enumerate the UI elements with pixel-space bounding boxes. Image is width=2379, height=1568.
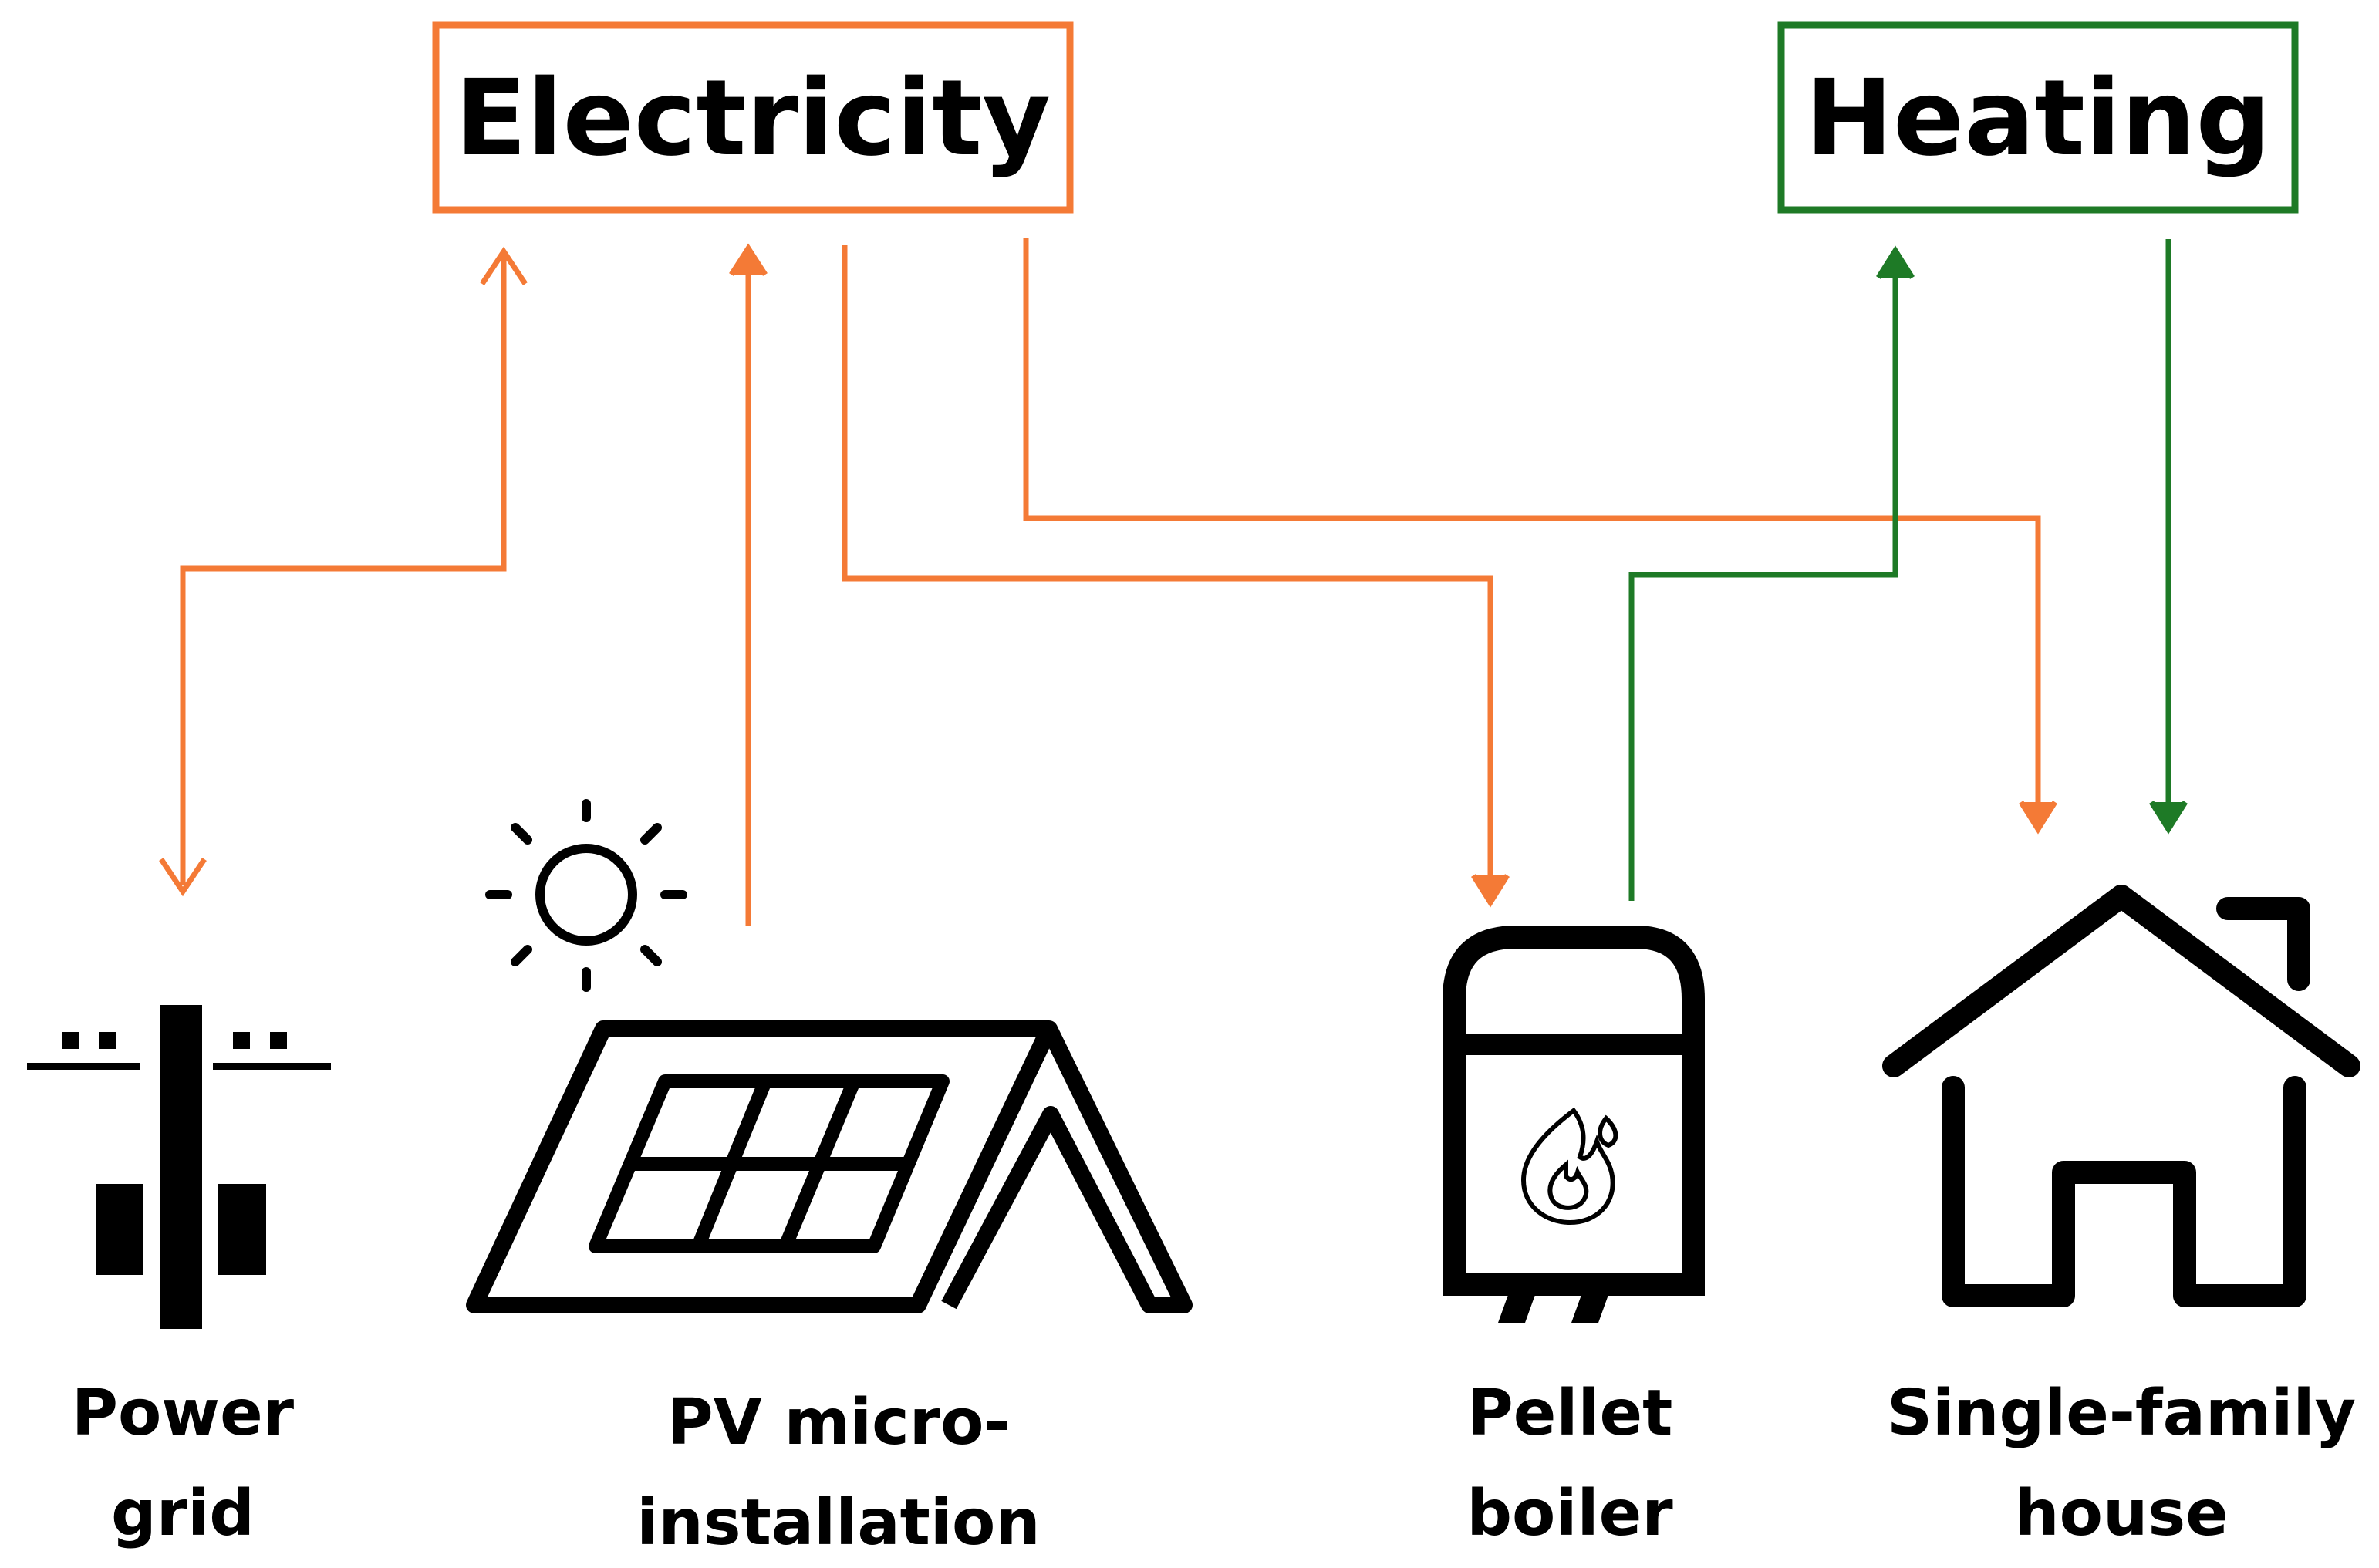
electricity-hub: Electricity: [432, 21, 1074, 214]
pv-label-line2: installation: [636, 1486, 1040, 1560]
power-grid-label-line1: Power: [72, 1377, 295, 1450]
power-pole-icon: [27, 1005, 331, 1329]
electricity-box: [432, 21, 1074, 214]
pv-label-line1: PV micro-: [666, 1386, 1010, 1459]
node-labels: Power grid PV micro- installation Pellet…: [72, 1377, 2356, 1560]
house-label-line2: house: [2014, 1477, 2229, 1550]
heating-hub: Heating: [1777, 21, 2299, 214]
arrowhead-to-grid: [159, 858, 207, 897]
flame-icon: [1520, 1107, 1618, 1226]
arrowhead-to-boiler: [1471, 874, 1510, 908]
power-grid-label-line2: grid: [111, 1477, 255, 1550]
heating-flows: [1628, 239, 2188, 901]
solar-panel-roof-icon: [466, 1020, 1193, 1313]
electricity-to-house-connector: [1023, 238, 2041, 825]
boiler-to-heating-connector: [1628, 258, 1898, 901]
arrowhead-to-house-electric: [2019, 801, 2057, 835]
arrowhead-to-electricity-from-grid: [480, 246, 528, 285]
heating-box: [1777, 21, 2299, 214]
house-icon: [1882, 885, 2360, 1307]
heating-label: Heating: [1805, 58, 2271, 180]
boiler-label-line2: boiler: [1466, 1477, 1673, 1550]
sun-icon: [485, 799, 687, 992]
pellet-boiler-icon: [1443, 926, 1705, 1323]
arrowhead-to-heating: [1876, 245, 1915, 279]
house-label-line1: Single-family: [1887, 1377, 2356, 1450]
electricity-label: Electricity: [455, 58, 1051, 180]
electricity-flows: [159, 238, 2057, 926]
arrowhead-to-electricity-from-pv: [729, 243, 768, 276]
grid-electricity-connector: [180, 255, 507, 885]
arrowhead-to-house-heat: [2149, 801, 2188, 835]
electricity-to-boiler-connector: [842, 245, 1493, 899]
boiler-label-line1: Pellet: [1467, 1377, 1673, 1450]
